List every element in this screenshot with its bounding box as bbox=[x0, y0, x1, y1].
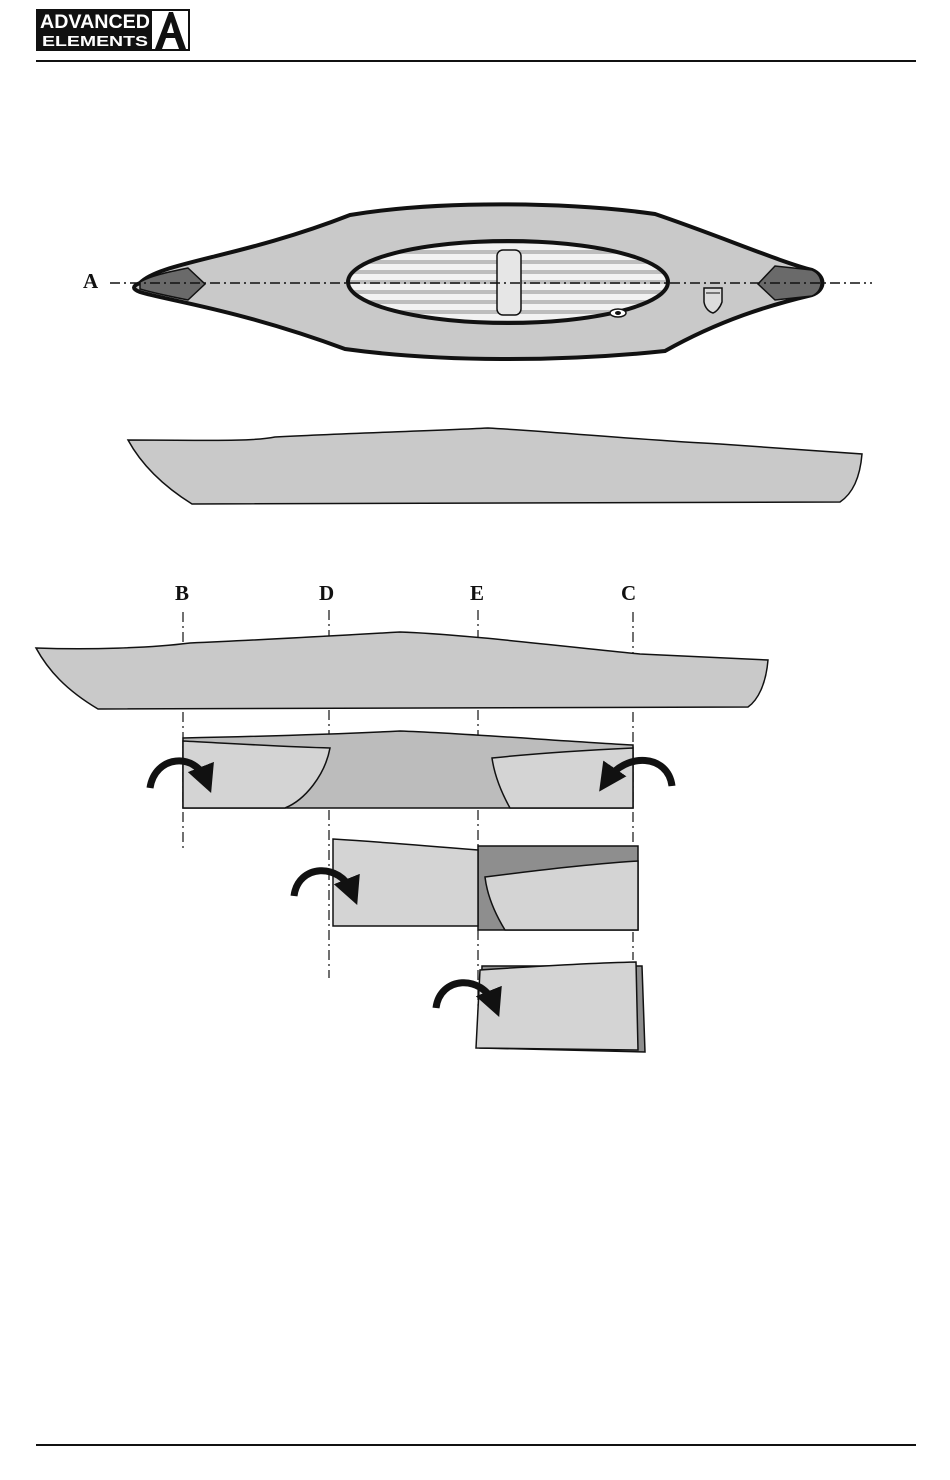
folded-left-panel bbox=[333, 839, 478, 926]
kayak-fold-step2 bbox=[150, 731, 672, 808]
kayak-flat-step1 bbox=[36, 632, 768, 709]
kayak-fold-step4 bbox=[436, 962, 645, 1052]
kayak-top-view bbox=[134, 204, 823, 359]
label-a: A bbox=[83, 269, 99, 293]
label-c: C bbox=[621, 581, 636, 605]
final-folded-bundle bbox=[476, 962, 638, 1050]
kayak-fold-step3 bbox=[294, 839, 638, 930]
footer-rule bbox=[36, 1444, 916, 1446]
label-d: D bbox=[319, 581, 334, 605]
label-b: B bbox=[175, 581, 189, 605]
kayak-side-view bbox=[128, 428, 862, 504]
label-e: E bbox=[470, 581, 484, 605]
